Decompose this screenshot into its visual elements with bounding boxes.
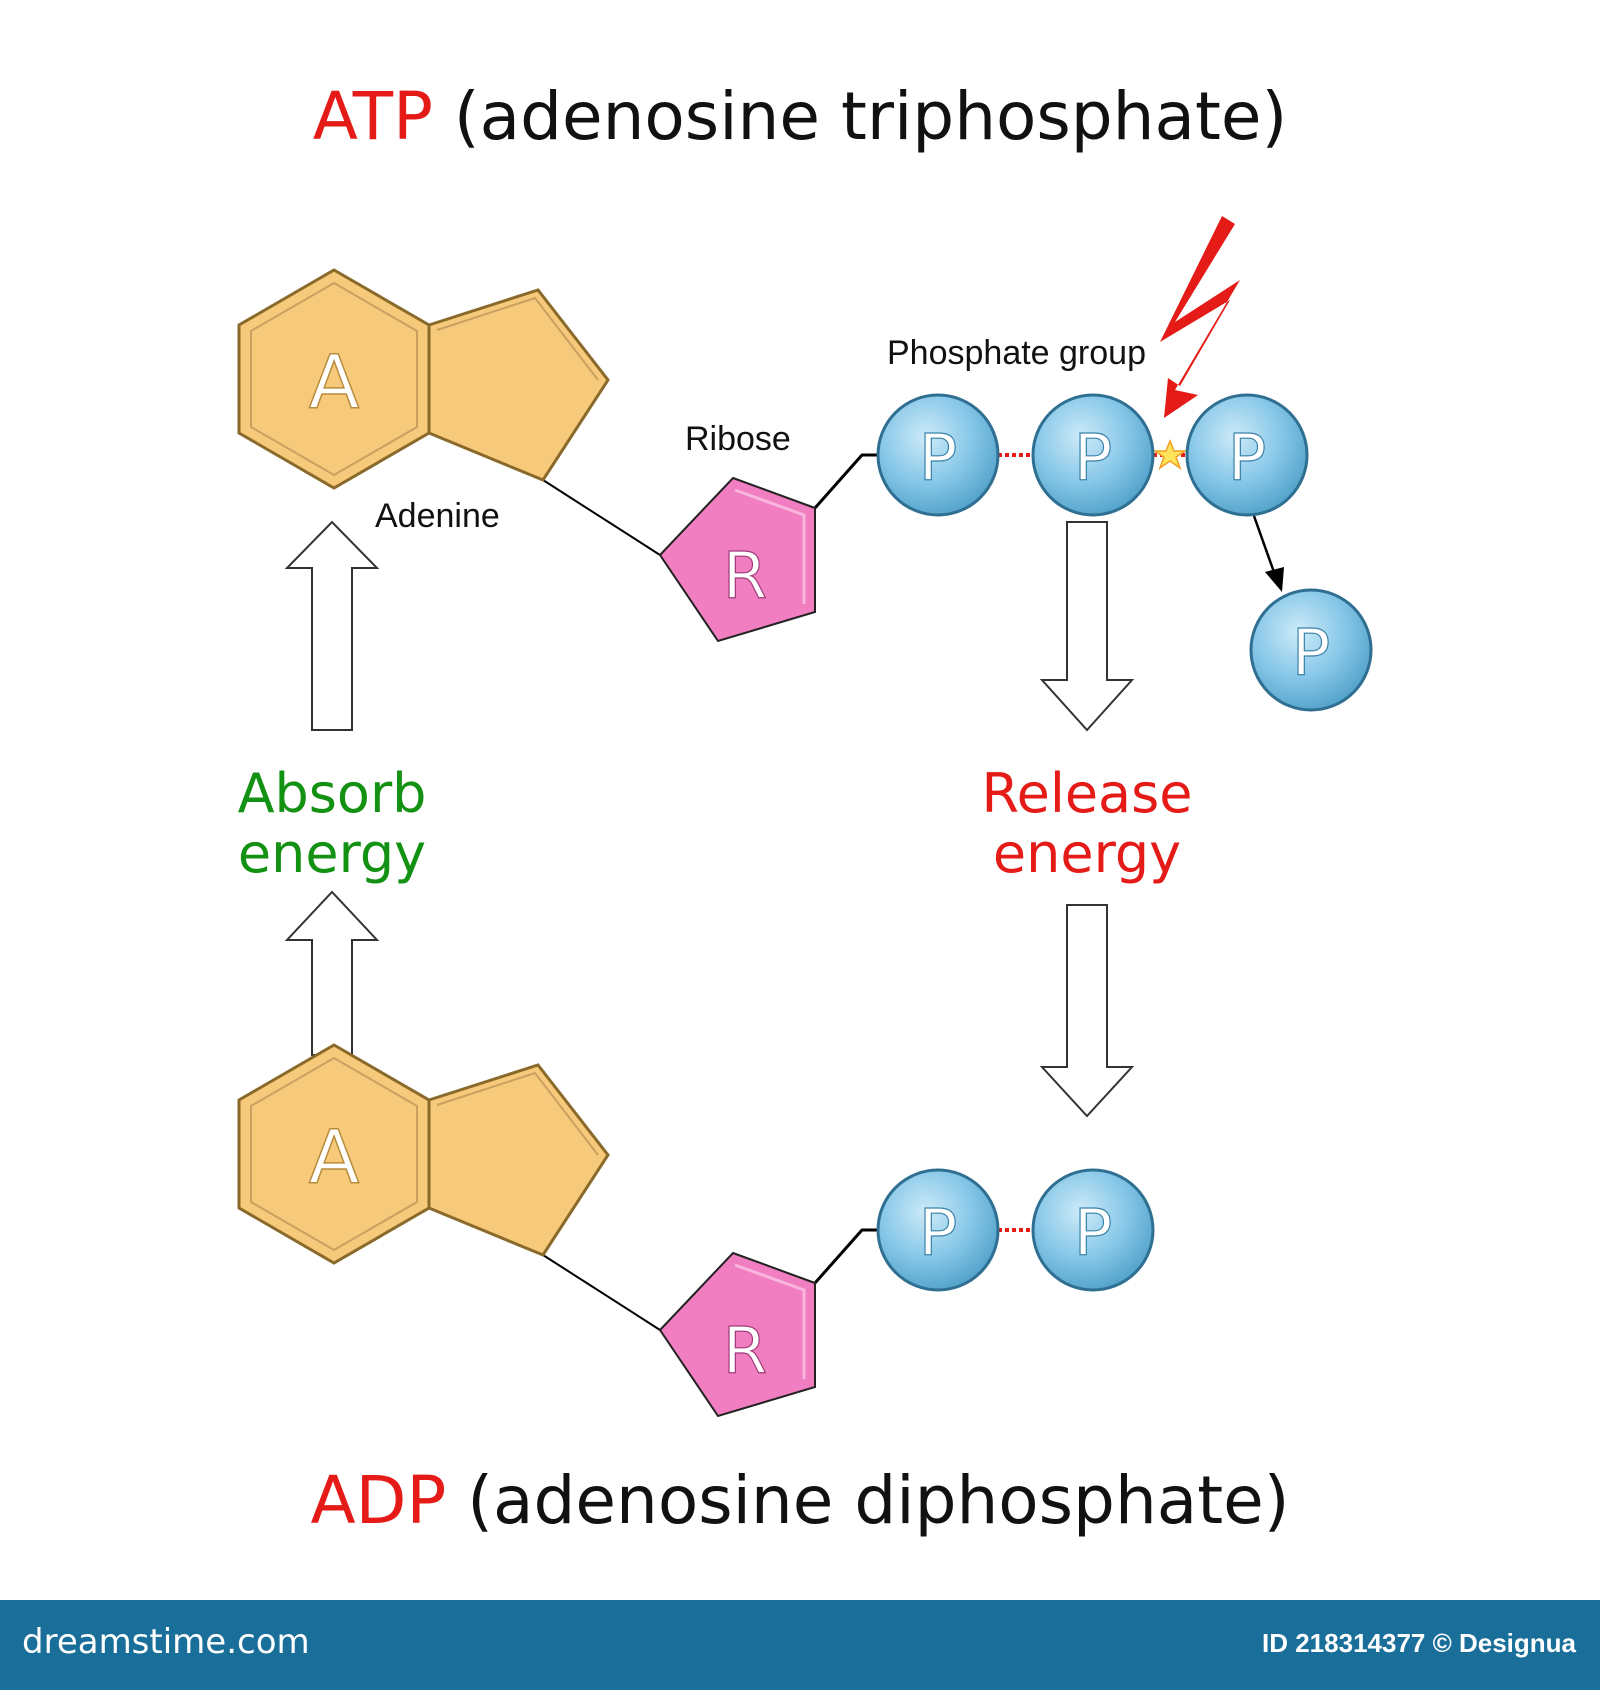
phosphate-2: P xyxy=(1031,393,1155,517)
absorb-energy-line2: energy xyxy=(237,822,427,885)
phosphate-letter: P xyxy=(919,422,958,496)
adp-full-name: (adenosine diphosphate) xyxy=(467,1462,1290,1539)
phosphate-1: P xyxy=(876,1168,1000,1292)
footer-site-name: dreamstime.com xyxy=(22,1622,310,1662)
release-phosphate-arrowhead xyxy=(1265,567,1284,592)
phosphate-1: P xyxy=(876,393,1000,517)
bond-break-burst-icon xyxy=(1152,438,1188,470)
release-phosphate-arrow-line xyxy=(1252,515,1277,576)
lightning-bolt-icon xyxy=(1160,216,1240,418)
atp-full-name: (adenosine triphosphate) xyxy=(453,78,1288,155)
adenine-ribose-bond xyxy=(542,1254,661,1331)
release-energy-label: Release energy xyxy=(927,764,1247,884)
ribose-phosphate-bond xyxy=(813,1228,878,1284)
phosphate-letter: P xyxy=(1074,1197,1113,1271)
phosphate-letter: P xyxy=(919,1197,958,1271)
ribose-sugar: R xyxy=(658,476,816,643)
ribose-label: Ribose xyxy=(685,420,791,458)
absorb-arrow-upper xyxy=(284,520,380,731)
phosphate-3: P xyxy=(1185,393,1309,517)
adenine-letter: A xyxy=(309,1115,360,1201)
adenine-letter: A xyxy=(309,340,360,426)
atp-acronym: ATP xyxy=(312,78,433,155)
absorb-arrow-lower xyxy=(284,890,380,1056)
phosphate-letter: P xyxy=(1228,422,1267,496)
adenine-base: A xyxy=(237,268,610,490)
released-phosphate: P xyxy=(1249,588,1373,712)
adp-molecule: A R P P xyxy=(237,1043,1155,1418)
release-energy-line1: Release xyxy=(981,762,1193,825)
footer-credit: ID 218314377 © Designua xyxy=(1262,1628,1576,1658)
adenine-ribose-bond xyxy=(542,479,661,556)
absorb-energy-label: Absorb energy xyxy=(172,764,492,884)
adp-acronym: ADP xyxy=(310,1462,447,1539)
adp-heading: ADP (adenosine diphosphate) xyxy=(0,1462,1600,1539)
phosphate-group-label: Phosphate group xyxy=(887,334,1146,372)
release-energy-line2: energy xyxy=(992,822,1182,885)
atp-heading: ATP (adenosine triphosphate) xyxy=(0,78,1600,155)
phosphate-2: P xyxy=(1031,1168,1155,1292)
ribose-sugar: R xyxy=(658,1251,816,1418)
absorb-energy-line1: Absorb xyxy=(237,762,427,825)
diagram-graphics: A R P P P xyxy=(237,216,1373,1418)
release-arrow-upper xyxy=(1039,521,1135,732)
phosphate-letter: P xyxy=(1292,617,1331,691)
footer-bar: dreamstime.com ID 218314377 © Designua xyxy=(0,1600,1600,1690)
phosphate-letter: P xyxy=(1074,422,1113,496)
ribose-phosphate-bond xyxy=(813,453,878,509)
atp-molecule: A R P P P xyxy=(237,216,1373,712)
release-arrow-lower xyxy=(1039,904,1135,1118)
adenine-label: Adenine xyxy=(375,497,500,535)
adenine-base: A xyxy=(237,1043,610,1265)
ribose-letter: R xyxy=(723,1315,767,1389)
ribose-letter: R xyxy=(723,540,767,614)
